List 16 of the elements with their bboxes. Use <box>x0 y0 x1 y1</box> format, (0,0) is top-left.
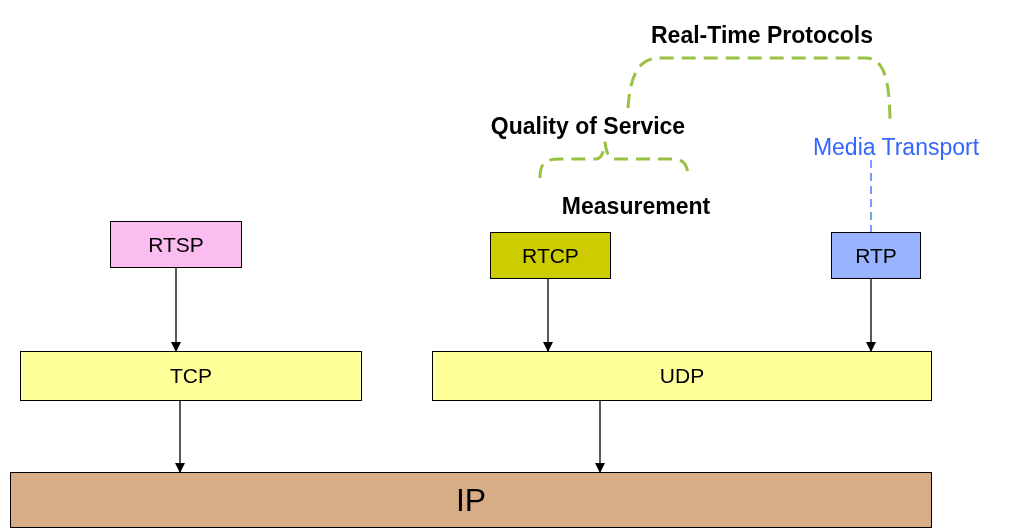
heading-text: Real-Time Protocols <box>612 18 912 52</box>
arrow <box>175 400 185 473</box>
protocol-box: RTP <box>831 232 921 279</box>
dashed-connector <box>870 159 872 233</box>
protocol-box: UDP <box>432 351 932 401</box>
arrow <box>171 267 181 352</box>
arrow <box>595 400 605 473</box>
heading-text: Measurement <box>534 189 738 223</box>
protocol-box: RTSP <box>110 221 242 268</box>
arrow <box>543 278 553 352</box>
protocol-box: RTCP <box>490 232 611 279</box>
layer-band: IP <box>10 472 932 528</box>
heading-text: Quality of Service <box>455 109 721 143</box>
arrow <box>866 278 876 352</box>
label-text: Media Transport <box>782 131 1010 163</box>
protocol-box: TCP <box>20 351 362 401</box>
